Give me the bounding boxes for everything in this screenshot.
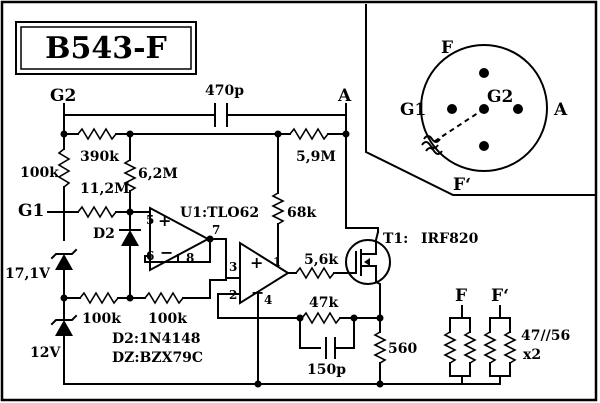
- tube-label-g2: G2: [487, 87, 513, 107]
- diode-d2: [119, 211, 141, 299]
- tube-label-f: F: [441, 38, 453, 58]
- second-rail: [60, 114, 350, 141]
- mosfet-t1: [345, 133, 391, 319]
- pin-6-label: 6: [146, 249, 154, 263]
- r-100k-left-label: 100k: [20, 165, 59, 181]
- pin-8-label: 8: [186, 251, 194, 265]
- r-5m9-label: 5,9M: [296, 149, 336, 165]
- r-390k-label: 390k: [80, 149, 119, 165]
- pin-4-label: 4: [264, 293, 272, 307]
- heater-f2-label: F‘: [491, 286, 509, 306]
- svg-text:+: +: [158, 211, 171, 230]
- r-47k-label: 47k: [309, 295, 338, 311]
- r-11m2-label: 11,2M: [80, 181, 130, 197]
- resistor-pair-100k: [63, 279, 227, 305]
- opamp-label: U1:TLO62: [180, 205, 259, 221]
- top-rail: [63, 103, 347, 127]
- pin-1-label: 1: [273, 255, 281, 269]
- opamp-u1a: + −: [129, 206, 241, 279]
- d2-label: D2: [93, 226, 115, 242]
- tube-label-f2: F‘: [453, 175, 471, 195]
- zener-12v: [50, 294, 78, 385]
- tube-label-a: A: [553, 100, 568, 120]
- left-resistor-100k: [57, 133, 71, 241]
- title-box: B543-F: [15, 21, 197, 75]
- c-150p-label: 150p: [307, 362, 346, 378]
- heater-mult-label: x2: [523, 347, 541, 363]
- pin-f: [479, 68, 489, 78]
- node-g2-label: G2: [50, 86, 76, 106]
- opamp-u1b: + −: [217, 241, 301, 385]
- pin-f2: [479, 141, 489, 151]
- heater-f-label: F: [455, 286, 467, 306]
- t1-ref-label: T1:: [383, 231, 408, 247]
- r-560-label: 560: [388, 341, 417, 357]
- diagram-title: B543-F: [45, 31, 167, 66]
- t1-part-label: IRF820: [421, 231, 479, 247]
- key-coil: [421, 135, 443, 155]
- feedback-47k-150p: [296, 311, 384, 359]
- pin-g1: [447, 104, 457, 114]
- zener-17v1-label: 17,1V: [5, 266, 51, 282]
- heater-resistors-f: [443, 305, 477, 385]
- pin-a: [513, 104, 523, 114]
- node-g1-label: G1: [18, 201, 44, 221]
- pin-3-label: 3: [229, 260, 237, 274]
- node-a-label: A: [337, 86, 352, 106]
- resistor-560: [373, 317, 387, 385]
- zener-17v1: [50, 248, 78, 299]
- tube-base-panel: F G1 G2 A F‘: [365, 4, 597, 196]
- svg-text:+: +: [250, 253, 263, 272]
- svg-text:−: −: [160, 243, 173, 262]
- tube-base-circle: [420, 44, 548, 172]
- heater-value-label: 47//56: [521, 328, 570, 344]
- key-dashed-line: [431, 108, 485, 144]
- resistor-68k: [271, 133, 285, 244]
- d2-part-label: D2:1N4148: [112, 331, 201, 347]
- pin-5-label: 5: [146, 213, 154, 227]
- dz-part-label: DZ:BZX79C: [112, 350, 203, 366]
- r-6m2-label: 6,2M: [138, 166, 178, 182]
- heater-resistors-f2: [477, 305, 517, 385]
- pin-2-label: 2: [229, 288, 237, 302]
- pin-7-label: 7: [212, 223, 220, 237]
- r-100k-a-label: 100k: [82, 311, 121, 327]
- r-68k-label: 68k: [287, 205, 316, 221]
- r-5k6-label: 5,6k: [304, 252, 338, 268]
- tube-label-g1: G1: [400, 100, 426, 120]
- r-100k-b-label: 100k: [148, 311, 187, 327]
- resistor-6m2: [123, 133, 137, 216]
- cap-470p-label: 470p: [205, 83, 244, 99]
- zener-12v-label: 12V: [30, 345, 61, 361]
- resistor-5k6: [295, 266, 353, 280]
